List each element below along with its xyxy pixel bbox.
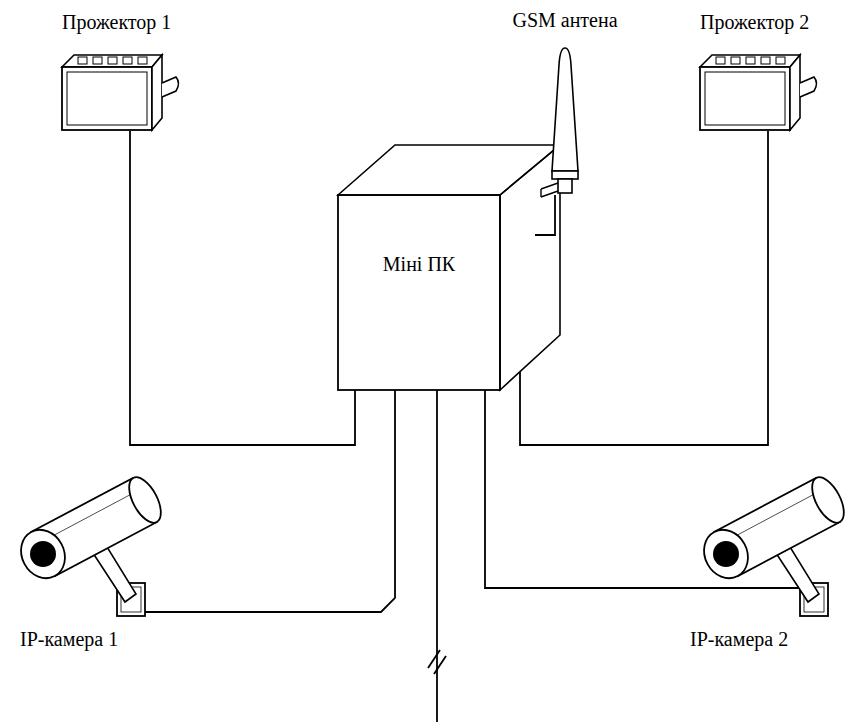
- drawing-stroke: [746, 57, 755, 64]
- camera-lens: [713, 541, 739, 567]
- projector-front: [700, 67, 790, 130]
- drawing-stroke: [108, 57, 117, 64]
- drawing-stroke: [776, 57, 785, 64]
- node-label: Прожектор 2: [700, 11, 809, 34]
- cable: [520, 131, 768, 445]
- pc-side: [500, 145, 560, 390]
- cable: [145, 390, 395, 612]
- camera-lens-ring: [696, 522, 757, 586]
- projector-front: [62, 67, 152, 130]
- cable: [535, 195, 555, 235]
- break-mark: [434, 656, 446, 674]
- break-mark: [428, 650, 440, 668]
- pc-top: [338, 145, 560, 195]
- supply-cable: [436, 390, 438, 722]
- pc-front: [338, 195, 500, 390]
- node-label: IP-камера 2: [690, 628, 788, 651]
- antenna-bracket: [541, 183, 558, 197]
- ip-camera: IP-камера 1: [5, 478, 165, 618]
- drawing-stroke: [123, 57, 132, 64]
- floodlight-icon: [700, 55, 800, 131]
- projector-lamps: [716, 57, 785, 64]
- projector-top: [62, 55, 162, 67]
- ip-camera-icon: [5, 478, 165, 618]
- projector-side: [790, 55, 800, 130]
- node-label: Прожектор 1: [62, 11, 171, 34]
- gsm-antenna: GSM антена: [535, 45, 595, 195]
- gsm-antenna-icon: [535, 45, 595, 195]
- camera-lens-ring: [13, 522, 74, 586]
- mini-pc-box: Міні ПК: [338, 145, 560, 390]
- projector-lamps: [78, 57, 147, 64]
- antenna-collar: [552, 171, 578, 179]
- drawing-stroke: [716, 57, 725, 64]
- projector-bracket: [162, 77, 179, 97]
- camera-lens: [30, 541, 56, 567]
- floodlight: Прожектор 1: [62, 55, 162, 131]
- ip-camera: IP-камера 2: [688, 478, 838, 618]
- drawing-stroke: [731, 57, 740, 64]
- camera-highlight: [45, 490, 139, 540]
- projector-top: [700, 55, 800, 67]
- drawing-stroke: [761, 57, 770, 64]
- projector-bracket: [800, 77, 817, 97]
- node-label: Міні ПК: [383, 253, 455, 276]
- projector-side: [152, 55, 162, 130]
- antenna-mount: [558, 179, 572, 193]
- floodlight-icon: [62, 55, 162, 131]
- drawing-stroke: [138, 57, 147, 64]
- camera-rear: [123, 472, 168, 527]
- floodlight: Прожектор 2: [700, 55, 800, 131]
- projector-glass: [67, 72, 147, 125]
- drawing-stroke: [78, 57, 87, 64]
- projector-glass: [705, 72, 785, 125]
- cable: [130, 131, 355, 445]
- drawing-stroke: [93, 57, 102, 64]
- ip-camera-icon: [688, 478, 838, 618]
- antenna-whip: [552, 48, 578, 171]
- camera-rear: [806, 472, 849, 527]
- camera-highlight: [728, 490, 822, 540]
- node-label: IP-камера 1: [20, 628, 118, 651]
- node-label: GSM антена: [512, 9, 617, 32]
